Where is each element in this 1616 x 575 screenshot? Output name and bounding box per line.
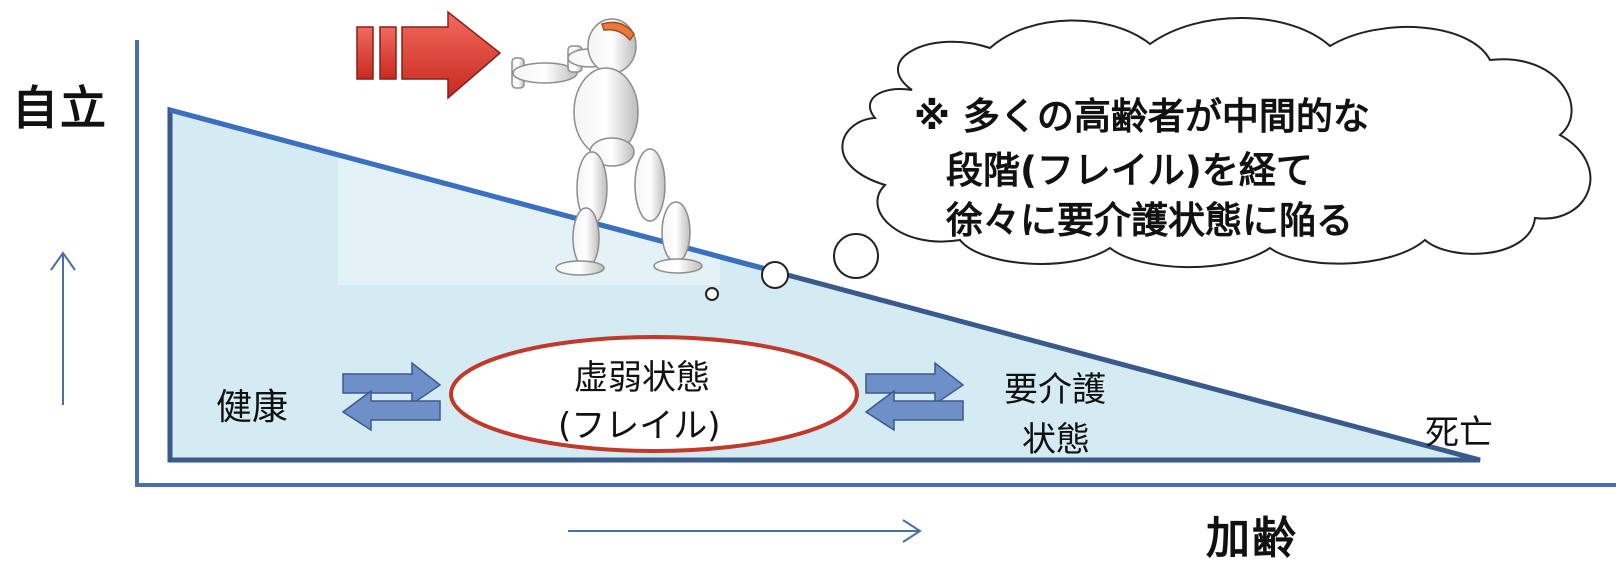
thought-text-line-1: ※ 多くの高齢者が中間的な <box>914 95 1370 138</box>
right-arrow-icon <box>568 519 922 543</box>
thought-bubble-dot-medium <box>761 261 789 289</box>
push-arrow-icon <box>356 10 502 100</box>
stage-health-label: 健康 <box>216 387 289 428</box>
stage-care-sublabel: 状態 <box>1022 420 1090 460</box>
thought-cloud-icon <box>841 17 1592 269</box>
stage-frailty-sublabel: (フレイル) <box>558 406 721 446</box>
robot-figure-icon <box>511 18 703 276</box>
thought-bubble-dot-small <box>705 287 719 301</box>
y-axis-label: 自立 <box>12 81 108 135</box>
x-axis-label: 加齢 <box>1206 513 1298 564</box>
thought-text-line-2: 段階(フレイル)を経て <box>946 149 1313 192</box>
double-arrow-icon <box>864 361 965 432</box>
up-arrow-icon <box>50 251 76 405</box>
stage-frailty-label: 虚弱状態 <box>574 358 710 398</box>
stage-death-label: 死亡 <box>1425 413 1493 453</box>
thought-bubble-dot-large <box>833 233 879 279</box>
double-arrow-icon <box>341 361 442 432</box>
stage-care-label: 要介護 <box>1004 370 1106 410</box>
frailty-ellipse <box>449 335 859 453</box>
thought-text-line-3: 徐々に要介護状態に陥る <box>946 199 1353 242</box>
